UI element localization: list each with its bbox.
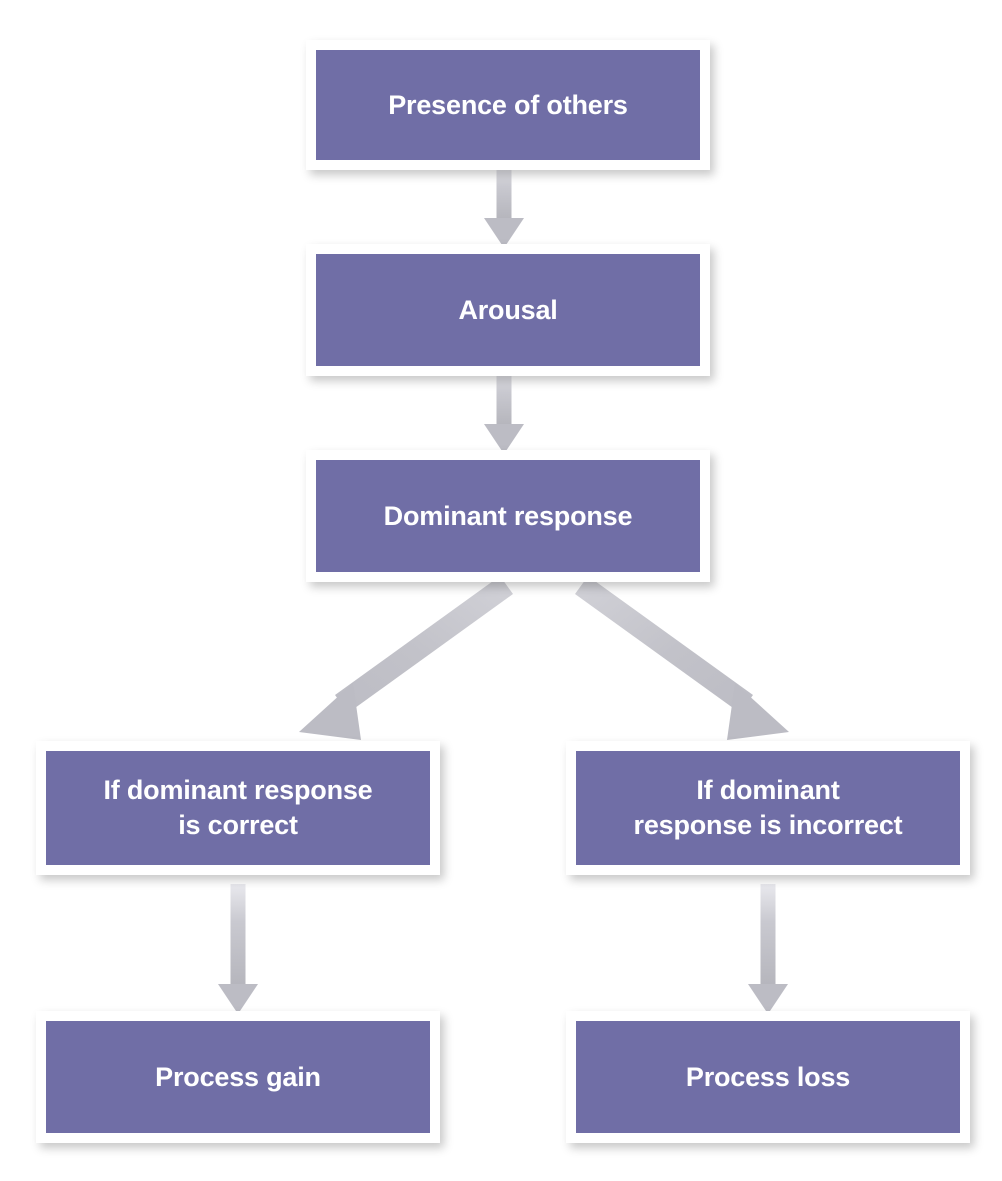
arrow-presence-to-arousal — [481, 166, 527, 248]
arrow-head — [748, 984, 788, 1014]
arrow-head — [727, 683, 789, 740]
arrow-stem — [760, 884, 776, 984]
node-body: Process gain — [46, 1021, 430, 1133]
node-label: If dominant response is incorrect — [633, 775, 903, 840]
node-body: If dominant response is incorrect — [576, 751, 960, 865]
node-label: Arousal — [458, 294, 558, 325]
node-label: Process gain — [155, 1061, 321, 1092]
arrow-stem — [230, 884, 246, 984]
node-label: If dominant response is correct — [103, 775, 373, 840]
node-body: If dominant response is correct — [46, 751, 430, 865]
node-if-dominant-response-is-correct[interactable]: If dominant response is correct — [36, 741, 440, 875]
node-process-gain[interactable]: Process gain — [36, 1011, 440, 1143]
arrow-dominant-to-correct — [299, 576, 513, 740]
node-body: Presence of others — [316, 50, 700, 160]
arrow-head — [484, 218, 524, 248]
arrow-head — [484, 424, 524, 454]
node-label: Dominant response — [383, 500, 633, 531]
arrow-shaft — [575, 576, 753, 713]
node-dominant-response[interactable]: Dominant response — [306, 450, 710, 582]
arrow-stem — [496, 166, 512, 218]
arrow-correct-to-process-gain — [215, 884, 261, 1014]
arrow-arousal-to-dominant — [481, 372, 527, 454]
arrow-dominant-to-incorrect — [575, 576, 789, 740]
arrow-stem — [496, 372, 512, 424]
node-if-dominant-response-is-incorrect[interactable]: If dominant response is incorrect — [566, 741, 970, 875]
node-arousal[interactable]: Arousal — [306, 244, 710, 376]
node-label: Presence of others — [388, 89, 628, 120]
node-body: Process loss — [576, 1021, 960, 1133]
node-presence-of-others[interactable]: Presence of others — [306, 40, 710, 170]
arrow-head — [299, 683, 361, 740]
arrow-head — [218, 984, 258, 1014]
node-label: Process loss — [685, 1061, 851, 1092]
node-process-loss[interactable]: Process loss — [566, 1011, 970, 1143]
node-body: Dominant response — [316, 460, 700, 572]
arrow-incorrect-to-process-loss — [745, 884, 791, 1014]
arrow-shaft — [335, 576, 513, 713]
node-body: Arousal — [316, 254, 700, 366]
